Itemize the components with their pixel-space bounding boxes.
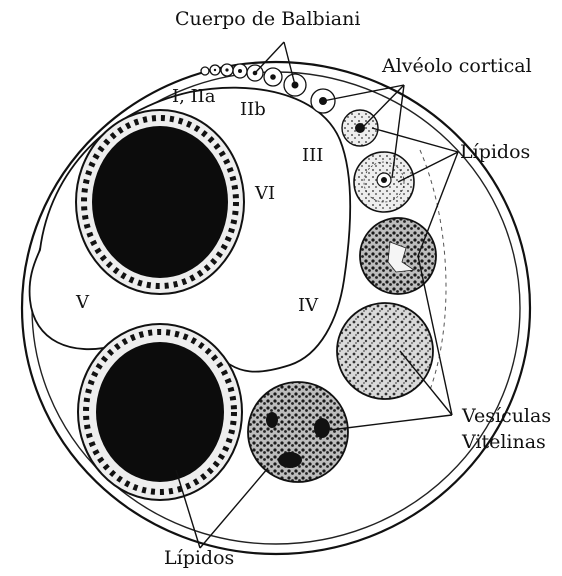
label-vesiculas: Vesículas (462, 407, 551, 426)
oocyte-stage-vi (76, 110, 244, 294)
stage-label-iv: IV (298, 297, 318, 315)
oocyte-stage-v (78, 324, 242, 500)
label-lipidos-bottom: Lípidos (164, 549, 234, 568)
label-balbiani: Cuerpo de Balbiani (175, 10, 360, 29)
stage-label-iii: III (302, 147, 323, 165)
oocyte-vitellogenic-2 (337, 303, 433, 399)
label-alveolo-cortical: Alvéolo cortical (382, 57, 532, 76)
stage-label-vi: VI (255, 185, 275, 203)
label-lipidos-right: Lípidos (460, 143, 530, 162)
label-vitelinas: Vitelinas (462, 433, 546, 452)
stage-label-iib: IIb (240, 101, 266, 119)
stage-label-v: V (76, 294, 89, 312)
stage-label-i-iia: I, IIa (172, 88, 216, 106)
oocyte-vitellogenic-3 (248, 382, 348, 482)
